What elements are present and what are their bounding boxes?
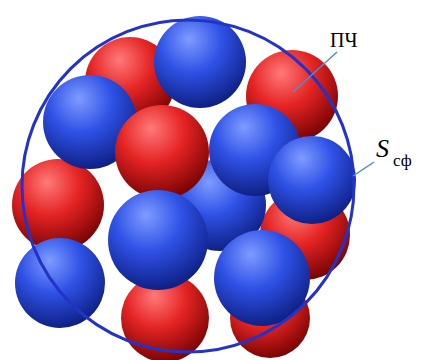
neutron-sphere bbox=[154, 16, 246, 108]
leader-line bbox=[353, 162, 374, 176]
sphere-outline bbox=[22, 20, 354, 352]
proton-sphere bbox=[115, 105, 209, 199]
proton-sphere bbox=[12, 159, 104, 251]
symbol-label: S bbox=[376, 136, 389, 162]
neutron-sphere bbox=[15, 238, 105, 328]
neutron-sphere bbox=[108, 190, 208, 290]
leader-line bbox=[293, 52, 337, 92]
part-label: ПЧ bbox=[330, 30, 357, 50]
neutron-sphere bbox=[268, 136, 356, 224]
symbol-subscript: сф bbox=[393, 152, 412, 169]
